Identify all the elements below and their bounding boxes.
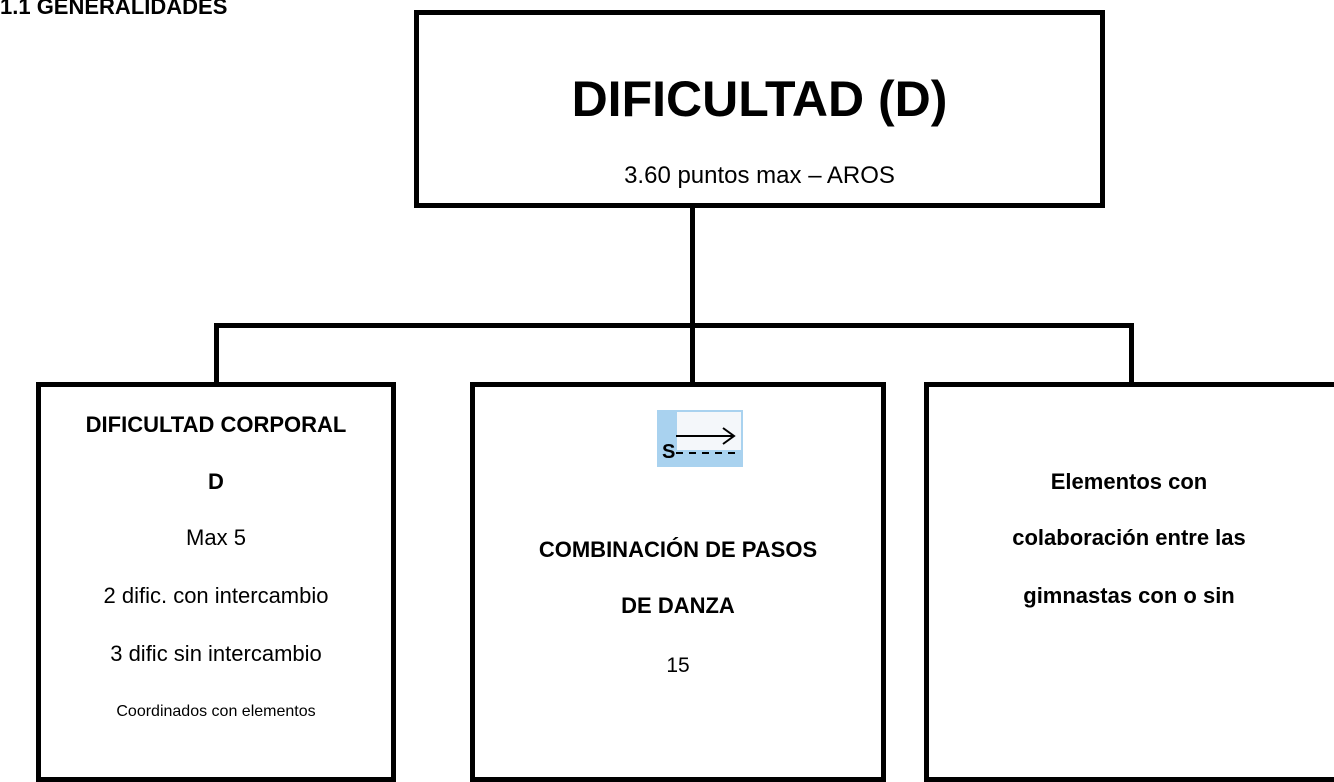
connector-left-drop [214,323,219,384]
dance-steps-number: 15 [666,654,690,677]
section-heading: 1.1 GENERALIDADES [0,0,228,19]
dance-steps-box: S COMBINACIÓN DE PASOS DE DANZA 15 [470,382,886,782]
body-difficulty-without-exchange: 3 dific sin intercambio [110,641,322,666]
collaboration-line3: gimnastas con o sin [1023,583,1235,608]
dance-steps-title-line2: DE DANZA [621,593,735,618]
body-difficulty-coordination: Coordinados con elementos [116,703,316,720]
connector-center-drop [690,323,695,384]
main-box-subtitle: 3.60 puntos max – AROS [624,162,895,189]
body-difficulty-box: DIFICULTAD CORPORAL D Max 5 2 dific. con… [36,382,396,782]
connector-vertical-main [690,206,695,328]
connector-horizontal [214,323,1134,328]
connector-right-drop [1129,323,1134,384]
difficulty-main-box: DIFICULTAD (D) 3.60 puntos max – AROS [414,10,1105,208]
collaboration-box: Elementos con colaboración entre las gim… [924,382,1334,782]
collaboration-line1: Elementos con [1050,469,1208,494]
main-box-title: DIFICULTAD (D) [571,71,948,127]
body-difficulty-title: DIFICULTAD CORPORAL [85,412,347,437]
dance-steps-title-line1: COMBINACIÓN DE PASOS [538,537,818,562]
body-difficulty-with-exchange: 2 dific. con intercambio [103,583,329,608]
body-difficulty-code: D [208,469,224,494]
body-difficulty-max: Max 5 [186,525,246,550]
collaboration-line2: colaboración entre las [1012,525,1246,550]
dance-steps-symbol-icon: S [657,410,743,467]
